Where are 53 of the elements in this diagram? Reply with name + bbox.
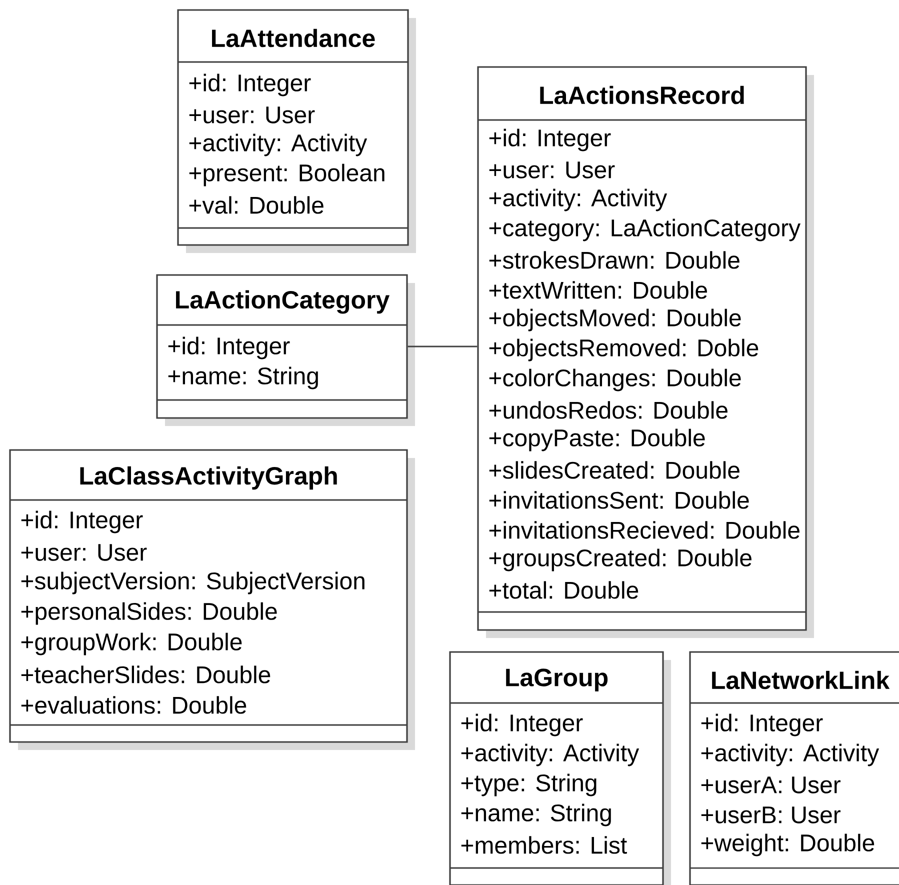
attribute: +copyPaste: Double xyxy=(489,428,705,452)
attribute: +invitationsRecieved: Double xyxy=(489,521,800,539)
attribute: +groupWork: Double xyxy=(21,632,242,656)
attribute: +id: Integer xyxy=(489,128,611,152)
attribute: +present: Boolean xyxy=(189,164,384,186)
class-name: LaAttendance xyxy=(212,28,375,48)
class-box xyxy=(156,274,415,426)
attribute: +id: Integer xyxy=(21,510,143,534)
attribute: +groupsCreated: Double xyxy=(489,548,752,572)
attribute: +personalSides: Double xyxy=(21,602,277,625)
attribute: +type: String xyxy=(461,774,596,796)
class-box xyxy=(177,9,416,253)
attribute: +members: List xyxy=(461,836,627,854)
attribute: +name: String xyxy=(168,366,318,390)
attribute: +activity: Activity xyxy=(461,744,640,766)
attribute: +teacherSlides: Double xyxy=(21,666,270,684)
attribute: +userA: User xyxy=(701,776,840,794)
attribute: +activity: Activity xyxy=(189,134,368,156)
attribute: +invitationsSent: Double xyxy=(489,491,749,509)
attribute: +undosRedos: Double xyxy=(489,401,728,419)
attribute: +category: LaActionCategory xyxy=(489,218,800,242)
attribute: +strokesDrawn: Double xyxy=(489,251,740,269)
attribute: +id: Integer xyxy=(701,714,823,736)
class-box xyxy=(449,651,671,885)
association-line xyxy=(408,346,478,348)
attribute: +total: Double xyxy=(489,581,638,599)
class-name: LaNetworkLink xyxy=(712,670,890,690)
attribute: +activity: Activity xyxy=(701,744,880,766)
attribute: +weight: Double xyxy=(701,834,874,856)
class-name: LaClassActivityGraph xyxy=(80,466,337,490)
class-name: LaActionsRecord xyxy=(540,86,744,104)
attribute: +slidesCreated: Double xyxy=(489,461,740,479)
class-name: LaActionCategory xyxy=(176,290,390,314)
attribute: +evaluations: Double xyxy=(21,696,246,714)
attribute: +subjectVersion: SubjectVersion xyxy=(21,572,364,594)
attribute: +textWritten: Double xyxy=(489,281,707,299)
attribute: +objectsRemoved: Doble xyxy=(489,338,758,362)
attribute: +id: Integer xyxy=(168,336,290,360)
class-name: LaGroup xyxy=(506,668,608,692)
attribute: +user: User xyxy=(189,106,315,124)
attribute: +activity: Activity xyxy=(489,188,668,212)
attribute: +colorChanges: Double xyxy=(489,368,741,392)
attribute: +userB: User xyxy=(701,806,840,824)
class-box xyxy=(9,449,415,750)
attribute: +val: Double xyxy=(189,196,324,214)
attribute: +id: Integer xyxy=(461,714,583,736)
attribute: +name: String xyxy=(461,804,611,826)
attribute: +id: Integer xyxy=(189,74,311,96)
attribute: +user: User xyxy=(489,162,615,178)
class-box xyxy=(477,66,814,638)
class-box xyxy=(689,651,899,885)
attribute: +user: User xyxy=(21,544,147,561)
attribute: +objectsMoved: Double xyxy=(489,308,741,332)
